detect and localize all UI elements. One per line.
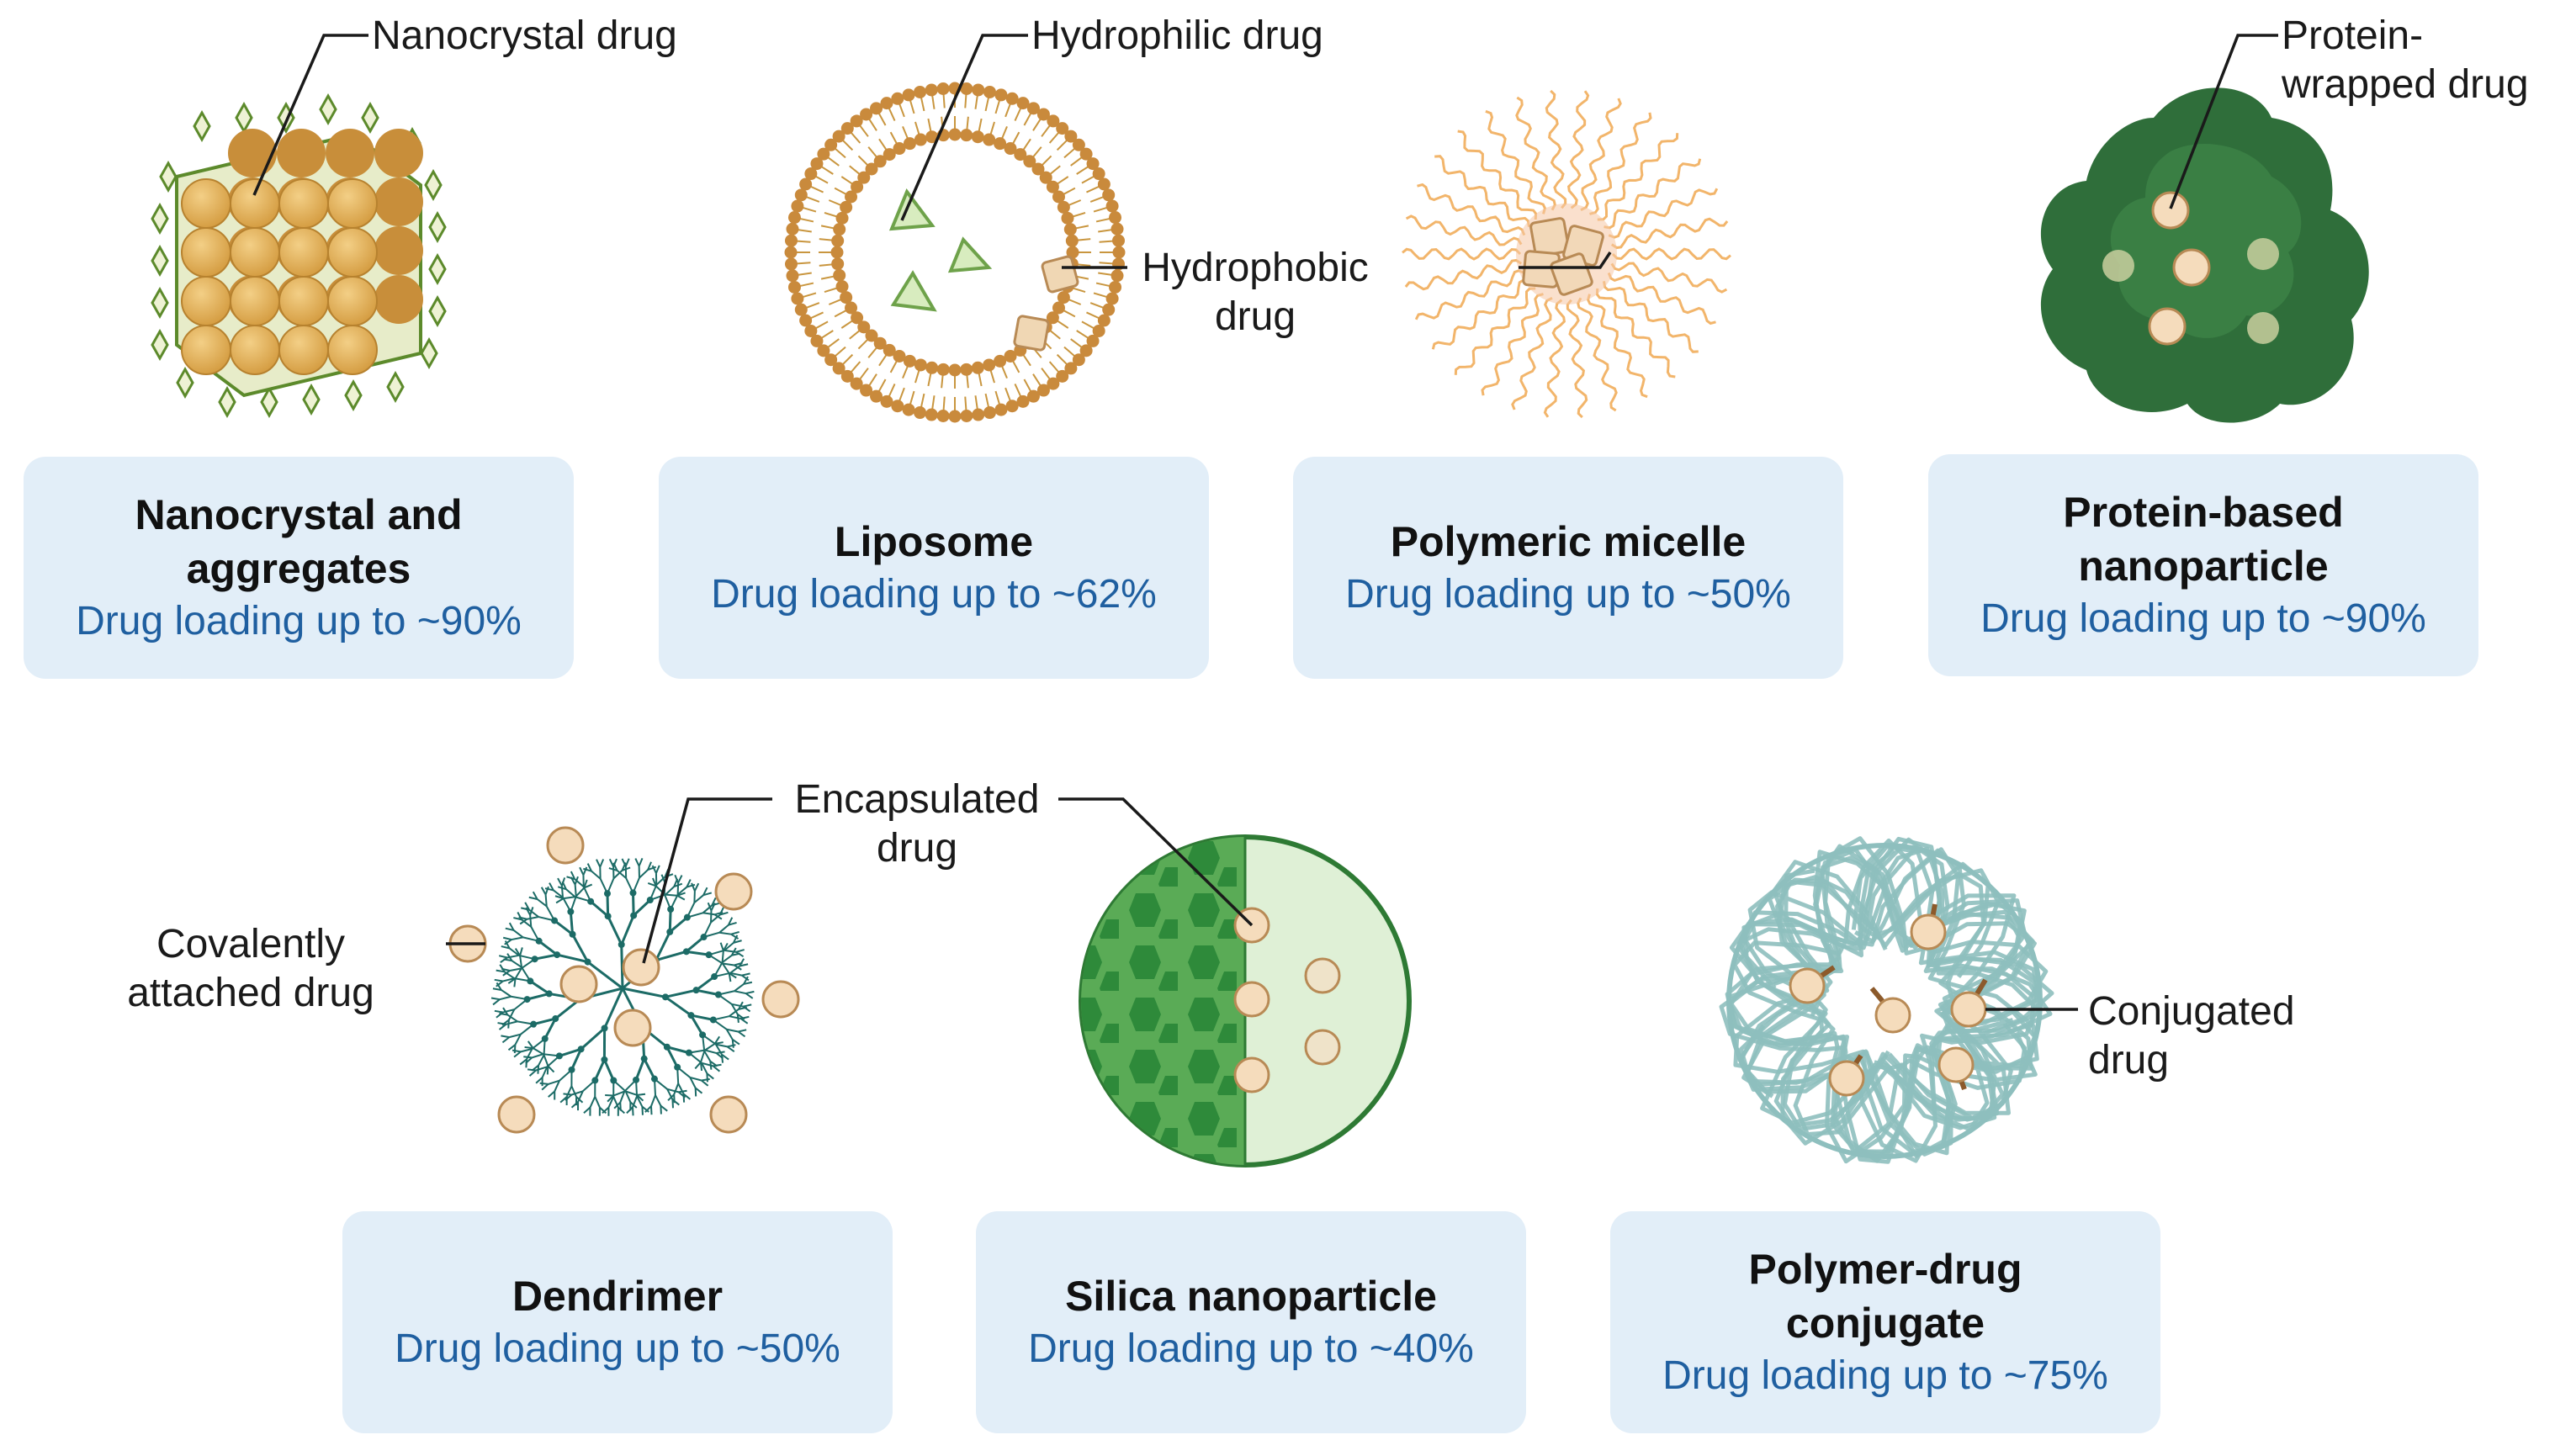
protein-wrapped-drug-label: Protein-: [2282, 13, 2423, 58]
covalently-attached-drug-label: Covalently: [156, 922, 345, 966]
dendrimer-branches: [490, 857, 755, 1116]
drug-loading-text: Drug loading up to ~90%: [76, 599, 522, 643]
nanocrystal-icon: [151, 93, 447, 419]
lipid-bilayer: [784, 82, 1126, 423]
silica-nanoparticle-icon: [1079, 834, 1412, 1167]
card-protein-nanoparticle: Protein-based nanoparticle Drug loading …: [1928, 454, 2478, 676]
card-nanocrystal: Nanocrystal and aggregates Drug loading …: [24, 457, 574, 679]
polymer-conjugate-icon: [1719, 836, 2054, 1164]
micelle-icon: [1402, 89, 1731, 419]
encapsulated-drug-label-line2: drug: [877, 826, 957, 871]
card-title: Liposome: [834, 518, 1034, 565]
conjugated-drug-label-line2: drug: [2088, 1038, 2169, 1083]
covalently-attached-drug-label-line2: attached drug: [127, 971, 374, 1015]
card-title: Protein-based nanoparticle: [2063, 489, 2344, 590]
card-title: Dendrimer: [512, 1273, 724, 1320]
drug-loading-text: Drug loading up to ~50%: [1345, 572, 1791, 617]
hydrophobic-drug-label-line2: drug: [1215, 294, 1296, 339]
micelle-polymer-tails: [1402, 89, 1731, 419]
protein-drug-beads: [2102, 191, 2279, 346]
card-title: Nanocrystal and aggregates: [135, 491, 463, 592]
dendrimer-drug-beads: [448, 826, 800, 1134]
dendrimer-icon: [448, 826, 800, 1134]
card-silica-nanoparticle: Silica nanoparticle Drug loading up to ~…: [976, 1211, 1526, 1433]
card-title: Polymeric micelle: [1390, 518, 1747, 565]
hydrophobic-drug-squares: [1013, 255, 1079, 352]
liposome-icon: [784, 82, 1126, 423]
card-dendrimer: Dendrimer Drug loading up to ~50%: [342, 1211, 893, 1433]
silica-drug-beads: [1233, 907, 1341, 1093]
hydrophobic-drug-label: Hydrophobic: [1142, 246, 1368, 290]
drug-loading-text: Drug loading up to ~62%: [711, 572, 1157, 617]
card-title: Silica nanoparticle: [1065, 1273, 1437, 1320]
card-polymeric-micelle: Polymeric micelle Drug loading up to ~50…: [1293, 457, 1843, 679]
callout-labels: Nanocrystal drug Hydrophilic drug Hydrop…: [127, 13, 2528, 1083]
callout-lines: [252, 34, 2278, 1011]
drug-loading-text: Drug loading up to ~50%: [395, 1326, 840, 1371]
encapsulated-drug-label: Encapsulated: [795, 777, 1040, 822]
card-polymer-drug-conjugate: Polymer-drug conjugate Drug loading up t…: [1610, 1211, 2160, 1433]
drug-loading-text: Drug loading up to ~40%: [1028, 1326, 1474, 1371]
card-liposome: Liposome Drug loading up to ~62%: [659, 457, 1209, 679]
protein-wrapped-drug-label-line2: wrapped drug: [2281, 62, 2529, 107]
nanocrystal-drug-label: Nanocrystal drug: [372, 13, 677, 58]
conjugated-drug-label: Conjugated: [2088, 989, 2295, 1034]
nanocrystal-drug-balls: [181, 129, 423, 375]
hydrophilic-drug-triangles: [888, 188, 993, 312]
card-title: Polymer-drug conjugate: [1748, 1246, 2022, 1347]
drug-loading-text: Drug loading up to ~75%: [1662, 1353, 2108, 1398]
micelle-drug-core: [1522, 217, 1604, 296]
drug-loading-text: Drug loading up to ~90%: [1980, 596, 2426, 641]
protein-nanoparticle-icon: [2040, 87, 2369, 423]
stabilizer-spikes: [151, 93, 447, 419]
hydrophilic-drug-label: Hydrophilic drug: [1031, 13, 1323, 58]
